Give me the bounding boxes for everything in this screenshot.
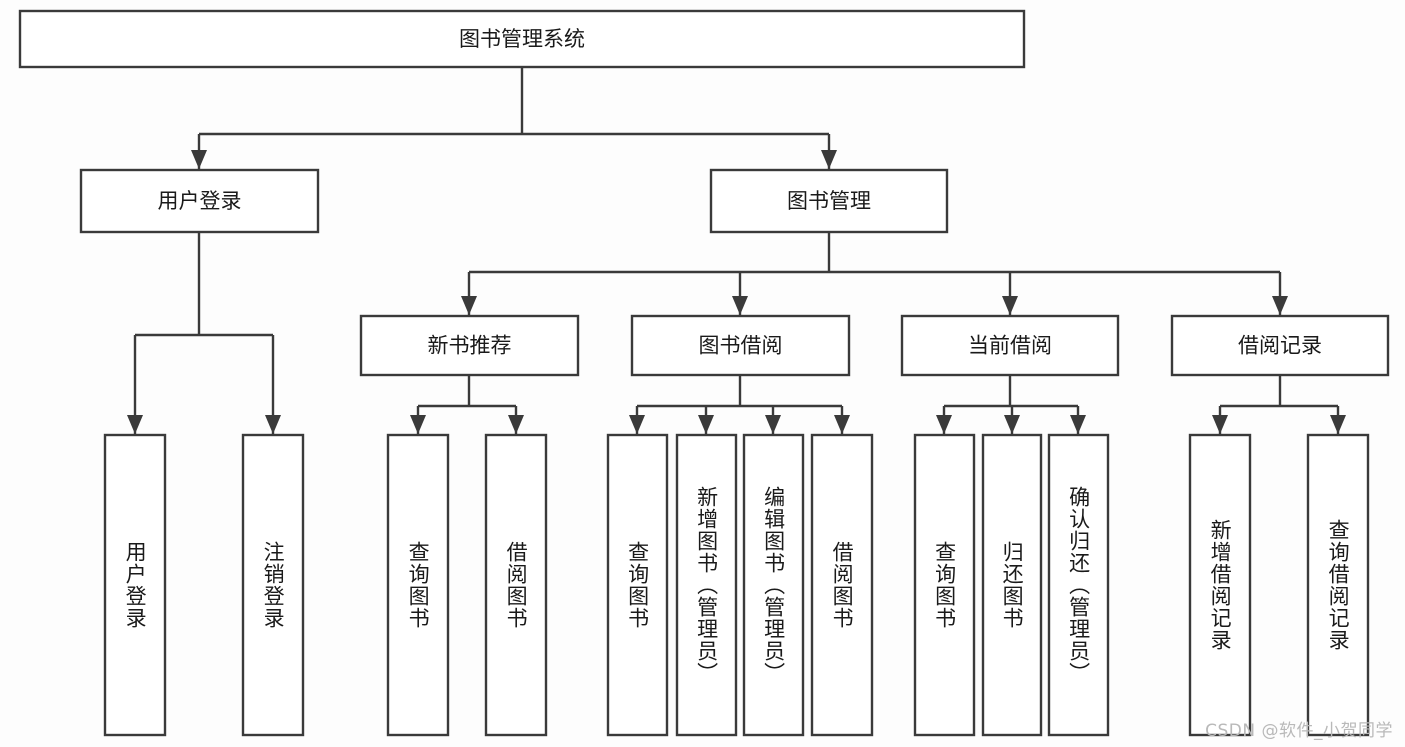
node-leaf-0[interactable] [103,433,167,737]
arrow-head-icon [1272,296,1288,315]
arrow-head-icon [1212,415,1228,434]
node-level3-0[interactable] [359,314,580,377]
arrow-head-icon [410,415,426,434]
node-level3-1-label: 图书借阅 [699,334,783,358]
arrow-head-icon [191,150,207,169]
node-level3-1[interactable] [630,314,851,377]
arrow-head-icon [265,415,281,434]
node-level3-2-label: 当前借阅 [968,334,1052,358]
node-leaf-9[interactable] [981,433,1043,737]
arrow-head-icon [698,415,714,434]
node-root-label: 图书管理系统 [459,27,585,51]
node-box-layer [18,9,1390,737]
node-leaf-11[interactable] [1188,433,1252,737]
node-level2-1-label: 图书管理 [787,189,871,213]
watermark-text: CSDN @软件_小贺同学 [1205,721,1393,741]
arrow-head-icon [1004,415,1020,434]
arrow-head-icon [1330,415,1346,434]
node-leaf-5[interactable] [675,433,738,737]
arrow-head-icon [821,150,837,169]
node-leaf-3[interactable] [484,433,548,737]
node-level2-0[interactable] [79,168,320,234]
node-leaf-4[interactable] [606,433,669,737]
node-level3-0-label: 新书推荐 [428,334,512,358]
node-level3-3[interactable] [1170,314,1390,377]
connector-layer [127,67,1346,434]
arrow-head-icon [461,296,477,315]
node-leaf-8[interactable] [913,433,976,737]
arrow-head-icon [508,415,524,434]
node-level2-0-label: 用户登录 [158,189,242,213]
node-leaf-7[interactable] [810,433,874,737]
arrow-head-icon [127,415,143,434]
arrow-head-icon [1070,415,1086,434]
arrow-head-icon [834,415,850,434]
arrow-head-icon [732,296,748,315]
node-leaf-12[interactable] [1306,433,1370,737]
node-leaf-1[interactable] [241,433,305,737]
node-leaf-10[interactable] [1047,433,1110,737]
node-root[interactable] [18,9,1026,69]
arrow-head-icon [936,415,952,434]
arrow-head-icon [765,415,781,434]
node-leaf-6[interactable] [742,433,805,737]
arrow-head-icon [1002,296,1018,315]
node-level2-1[interactable] [709,168,949,234]
node-level3-2[interactable] [900,314,1120,377]
arrow-head-icon [629,415,645,434]
node-leaf-2[interactable] [386,433,450,737]
node-level3-3-label: 借阅记录 [1238,334,1322,358]
